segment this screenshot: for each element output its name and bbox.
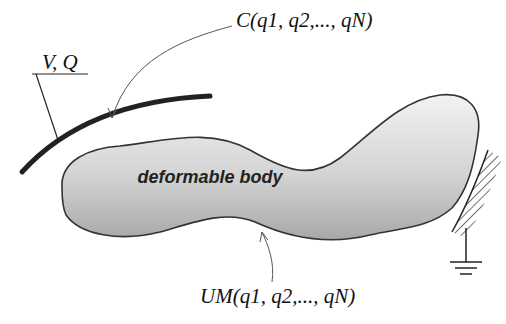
leader-arrowhead xyxy=(108,108,117,118)
formula-label: V, Q xyxy=(42,50,78,75)
body-region: deformable body xyxy=(130,166,290,189)
body-label: deformable body xyxy=(130,166,290,189)
ground-symbol xyxy=(460,273,472,275)
formula-label: C(q1, q2,..., qN) xyxy=(236,8,373,33)
leader-line xyxy=(112,26,232,118)
ground-symbol xyxy=(455,267,477,269)
ground-wire xyxy=(465,228,467,262)
ground-symbol xyxy=(450,261,482,263)
leader-line xyxy=(36,74,58,140)
formula-label: UM(q1, q2,..., qN) xyxy=(200,284,355,309)
deformable-body-shape xyxy=(62,95,479,240)
leader-arrowhead xyxy=(260,232,268,242)
